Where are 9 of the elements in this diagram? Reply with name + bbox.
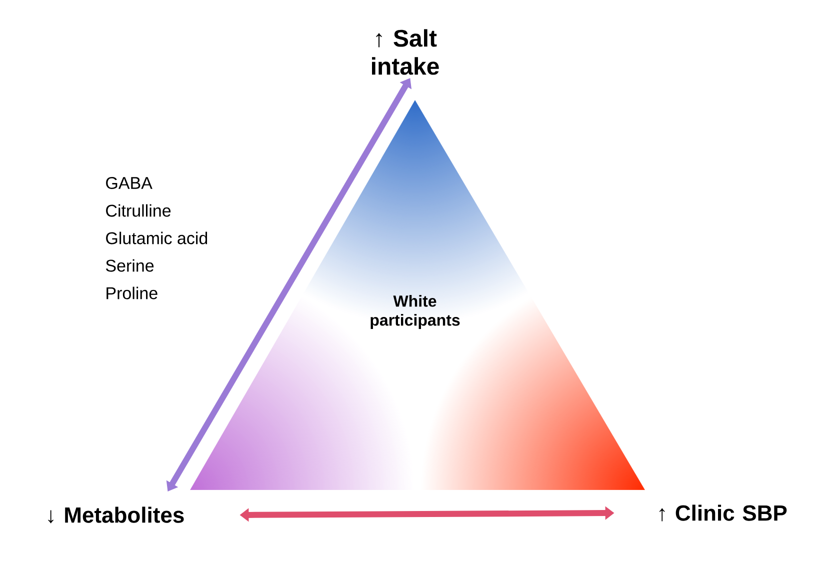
metabolite-label: Serine [106,259,154,272]
node-label: ↓ Metabolites [48,506,184,524]
metabolite-label: Citrulline [106,204,171,217]
center-label: White participants [370,295,460,329]
metabolite-label: GABA [106,176,152,190]
metabolite-label: Glutamic acid [106,232,208,244]
node-label: ↑ Clinic SBP [660,504,787,522]
node-label: ↑ Salt intake [372,29,439,75]
metabolite-label: Proline [106,286,158,300]
